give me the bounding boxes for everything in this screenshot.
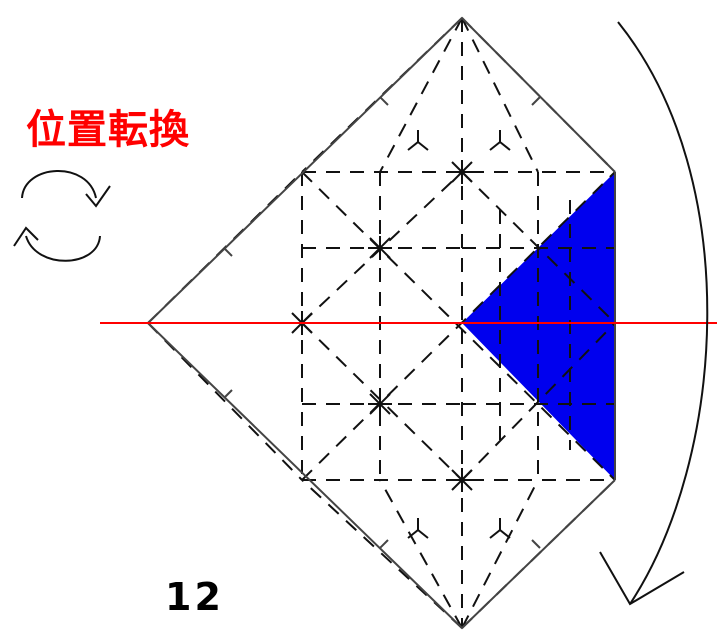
edge-ticks (223, 96, 541, 549)
rotate-arrows-icon (13, 170, 111, 262)
step-instruction-label: 位置転換 (26, 107, 190, 153)
curved-arrow-icon (599, 21, 709, 606)
step-number: 12 (165, 575, 224, 619)
